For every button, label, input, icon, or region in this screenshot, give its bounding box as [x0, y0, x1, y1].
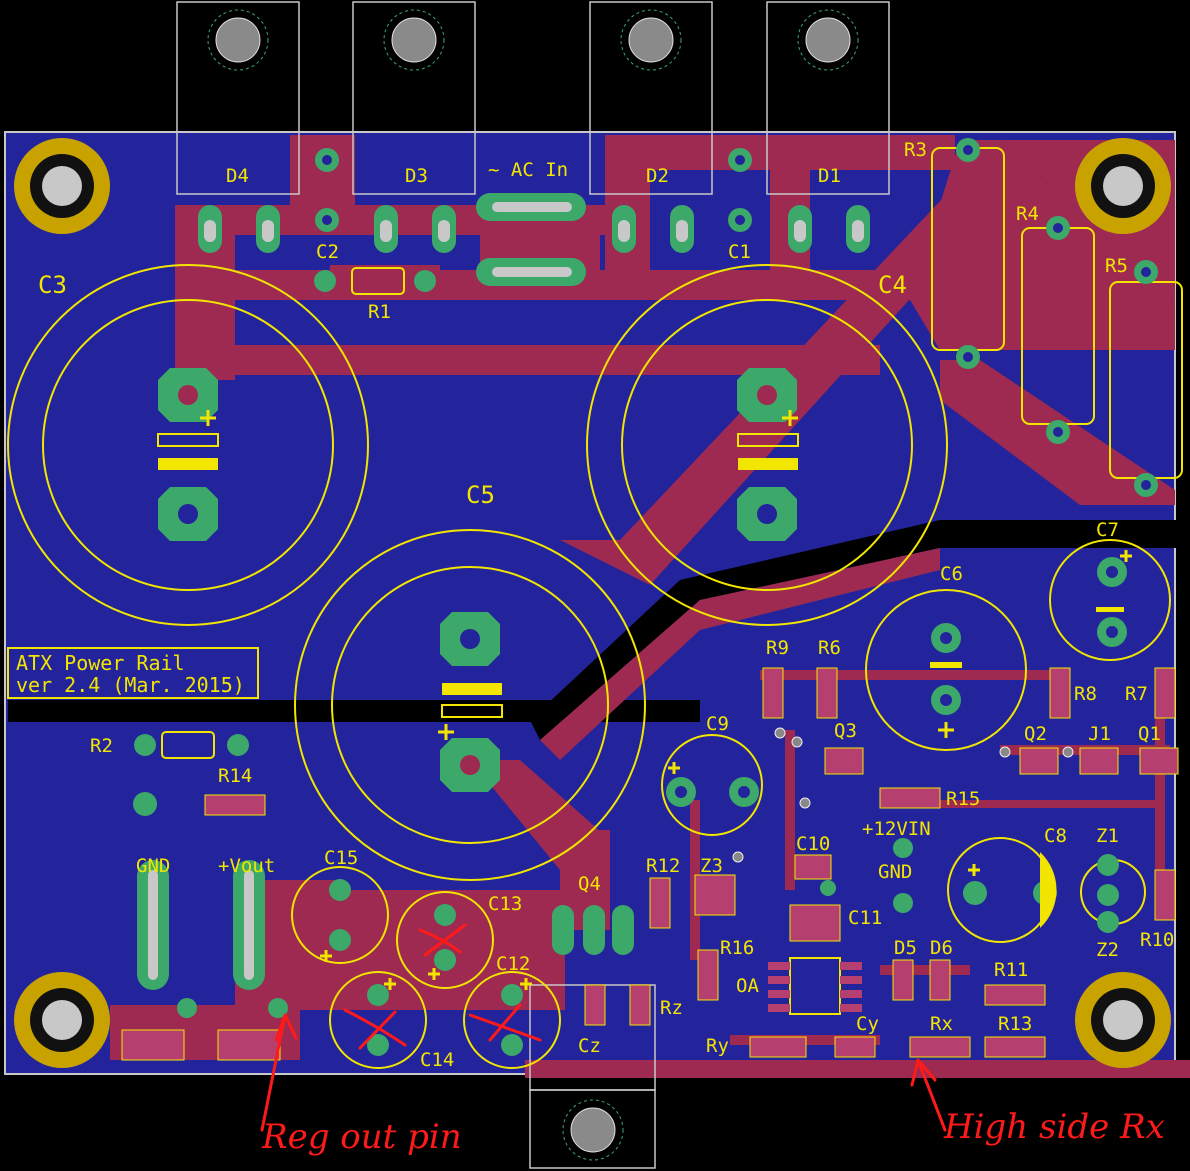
- label-C3: C3: [38, 271, 67, 299]
- label-GND1: GND: [136, 855, 170, 877]
- label-R10: R10: [1140, 929, 1174, 951]
- label-OA: OA: [736, 975, 759, 997]
- label-R2: R2: [90, 735, 113, 757]
- label-Z3: Z3: [700, 855, 723, 877]
- annotation-marks: [260, 923, 947, 1132]
- label-C7: C7: [1096, 519, 1119, 541]
- cap-outline-bars: [157, 433, 799, 718]
- mount-hole-tr: [1075, 138, 1171, 234]
- label-C8: C8: [1044, 825, 1067, 847]
- silkscreen-labels: D4 D3 D2 D1 ~ AC In C2 C1 R1 C3 C4 C5 R3…: [38, 139, 1174, 1071]
- to220-mounting-holes: [207, 9, 859, 1161]
- label-D4: D4: [226, 165, 249, 187]
- label-R5: R5: [1105, 255, 1128, 277]
- label-Cz: Cz: [578, 1035, 601, 1057]
- mount-hole-bl: [14, 972, 110, 1068]
- label-D3: D3: [405, 165, 428, 187]
- corner-mounting-holes: [14, 138, 1171, 1068]
- label-C10: C10: [796, 833, 830, 855]
- smd-pads: [121, 667, 1179, 1061]
- to220-outlines: [176, 1, 890, 1169]
- label-D5: D5: [894, 937, 917, 959]
- label-Rz: Rz: [660, 997, 683, 1019]
- cap-polarity-bars: [158, 458, 1124, 695]
- label-R12: R12: [646, 855, 680, 877]
- label-C15: C15: [324, 847, 358, 869]
- label-C9: C9: [706, 713, 729, 735]
- board-title: ATX Power Rail: [16, 651, 185, 675]
- board-slot-2: [8, 700, 700, 722]
- label-Q2: Q2: [1024, 723, 1047, 745]
- label-ac-in: ~ AC In: [488, 159, 568, 181]
- board-slot: [940, 520, 1180, 548]
- label-Z2: Z2: [1096, 939, 1119, 961]
- label-D2: D2: [646, 165, 669, 187]
- label-R1: R1: [368, 301, 391, 323]
- label-R13: R13: [998, 1013, 1032, 1035]
- label-C2: C2: [316, 241, 339, 263]
- label-R9: R9: [766, 637, 789, 659]
- label-Q4: Q4: [578, 873, 601, 895]
- label-C13: C13: [488, 893, 522, 915]
- label-R8: R8: [1074, 683, 1097, 705]
- label-C6: C6: [940, 563, 963, 585]
- annotation-high-side: High side Rx: [943, 1107, 1165, 1147]
- mount-hole-br: [1075, 972, 1171, 1068]
- diode-pad-holes: [148, 202, 864, 980]
- op-amp-footprint: [768, 957, 862, 1015]
- annotation-reg-out: Reg out pin: [261, 1117, 462, 1157]
- label-R14: R14: [218, 765, 252, 787]
- mount-hole-tl: [14, 138, 110, 234]
- label-Rx: Rx: [930, 1013, 953, 1035]
- label-C1: C1: [728, 241, 751, 263]
- title-block-frame: [7, 647, 259, 699]
- label-J1: J1: [1088, 723, 1111, 745]
- label-C12: C12: [496, 953, 530, 975]
- axial-resistors: [161, 267, 405, 759]
- label-C5: C5: [466, 481, 495, 509]
- label-Q1: Q1: [1138, 723, 1161, 745]
- label-R7: R7: [1125, 683, 1148, 705]
- label-R3: R3: [904, 139, 927, 161]
- pad-holes-large-b: [178, 504, 777, 649]
- label-R11: R11: [994, 959, 1028, 981]
- label-Vout: +Vout: [218, 855, 275, 877]
- label-GND2: GND: [878, 861, 912, 883]
- label-Ry: Ry: [706, 1035, 729, 1057]
- board-version: ver 2.4 (Mar. 2015): [16, 673, 245, 697]
- label-C11: C11: [848, 907, 882, 929]
- label-R6: R6: [818, 637, 841, 659]
- label-R4: R4: [1016, 203, 1039, 225]
- label-Z1: Z1: [1096, 825, 1119, 847]
- label-D6: D6: [930, 937, 953, 959]
- pad-holes-large: [178, 385, 777, 775]
- board-slot-3: [530, 520, 940, 740]
- polarity-plus-marks: [200, 410, 1132, 990]
- label-12vin: +12VIN: [862, 818, 931, 840]
- vias: [732, 727, 1074, 863]
- label-D1: D1: [818, 165, 841, 187]
- label-C4: C4: [878, 271, 907, 299]
- c8-polarity-fill: [1040, 852, 1057, 928]
- label-C14: C14: [420, 1049, 454, 1071]
- label-R15: R15: [946, 788, 980, 810]
- label-Cy: Cy: [856, 1013, 879, 1035]
- label-R16: R16: [720, 937, 754, 959]
- label-Q3: Q3: [834, 720, 857, 742]
- small-pad-holes: [322, 145, 1151, 798]
